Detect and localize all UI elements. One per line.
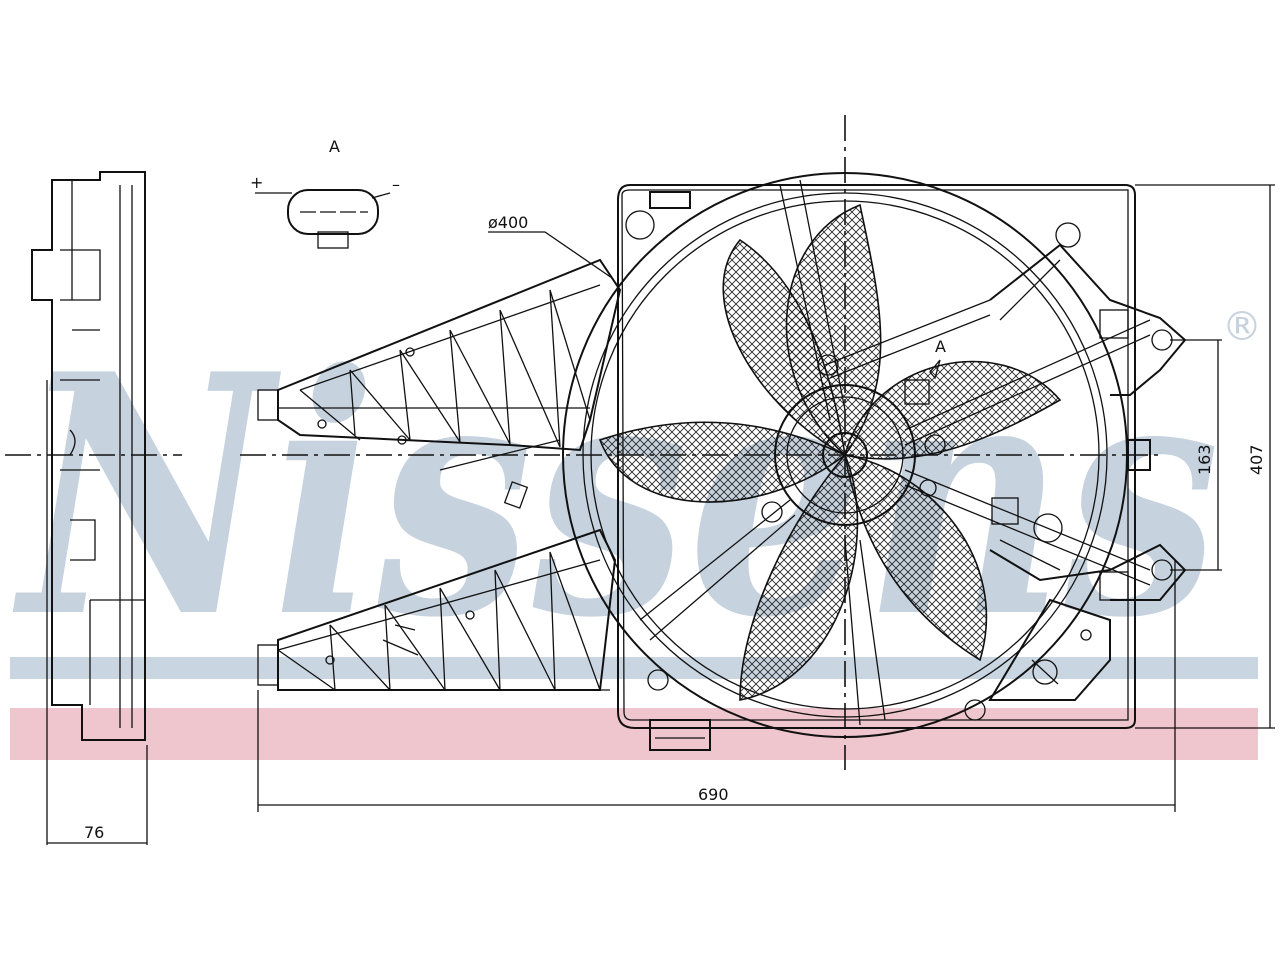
upper-bracket — [257, 258, 622, 509]
watermark-registered-mark: ® — [1222, 304, 1262, 350]
watermark-band-blue — [10, 657, 1258, 679]
detail-reference-label: A — [935, 337, 946, 356]
fan-shroud — [617, 184, 1151, 751]
support-struts — [639, 179, 1151, 726]
watermark: Nissens ® — [10, 302, 1262, 760]
watermark-brand: Nissens — [11, 302, 1220, 690]
dimensions: 690 407 163 — [257, 184, 1275, 812]
connector-detail: A + – — [250, 137, 400, 249]
connector-view-label: A — [329, 137, 340, 156]
dimension-width: 690 — [698, 785, 729, 804]
connector-minus-label: – — [392, 175, 400, 194]
fan-ring — [562, 172, 1128, 738]
motor-hub: A — [761, 337, 946, 526]
connector-plus-label: + — [250, 173, 263, 192]
fan-blades — [598, 203, 1062, 701]
dimension-height: 407 — [1247, 444, 1266, 475]
lower-bracket — [257, 439, 617, 691]
diameter-callout: ø400 — [488, 213, 613, 279]
diameter-label: ø400 — [488, 213, 528, 232]
side-view: 76 — [31, 171, 148, 845]
dimension-mount-offset: 163 — [1195, 444, 1214, 475]
watermark-band-red — [10, 708, 1258, 760]
dimension-depth: 76 — [84, 823, 104, 842]
